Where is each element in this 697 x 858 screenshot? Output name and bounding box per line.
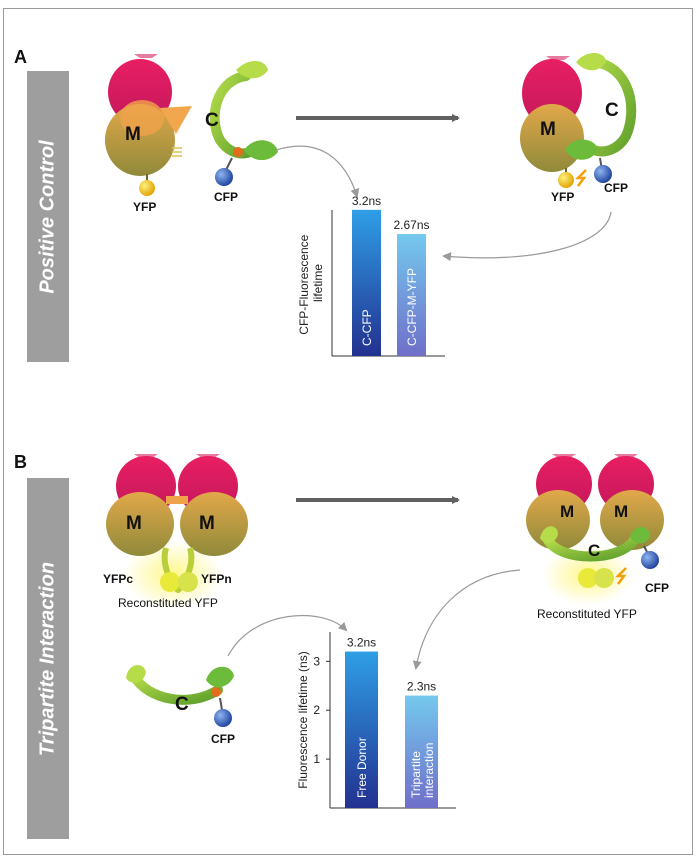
svg-text:CFP-Fluorescence lifetim: CFP-Fluorescence lifetime <box>297 231 325 334</box>
svg-text:Tripartite interaction: Tripartite interaction <box>409 743 436 798</box>
figure-frame <box>3 8 693 855</box>
complex-a-right <box>520 52 637 188</box>
chart-a-bar-c-cfp-m-yfp <box>397 234 426 356</box>
panel-a-side-tab: Positive Control <box>27 71 69 362</box>
chart-b-tick-label-3: 3 <box>313 654 320 668</box>
label-yfpc-b: YFPc <box>103 572 133 586</box>
chart-a-category-0: C-CFP <box>360 309 374 346</box>
chart-a-category-1: C-CFP-M-YFP <box>405 268 419 346</box>
label-m-b-left-2: M <box>199 513 215 534</box>
chart-a-ylabel-line2: lifetime <box>311 264 325 302</box>
label-m-b-right-2: M <box>614 502 628 521</box>
label-m-a: M <box>125 124 141 145</box>
curve-arrow-b-2 <box>412 569 521 670</box>
label-c-a: C <box>205 110 219 131</box>
label-reconstituted-b-left: Reconstituted YFP <box>118 596 218 610</box>
chart-b: 1 2 3 3.2ns 2.3ns Free Donor Tripartite … <box>296 632 456 809</box>
curve-arrow-b-1 <box>227 614 348 657</box>
m-protein-a-left <box>105 54 192 196</box>
panel-b-letter: B <box>14 452 27 472</box>
panel-a-letter: A <box>14 47 27 67</box>
label-cfp-b-left: CFP <box>211 732 235 746</box>
label-c-b-left: C <box>175 694 189 715</box>
m-dimer-b-left <box>106 454 248 594</box>
chart-b-tick-label-2: 2 <box>313 703 320 717</box>
chart-b-category-1-line2: interaction <box>422 743 436 798</box>
label-m-b-left-1: M <box>126 513 142 534</box>
chart-a-value-label-1: 2.67ns <box>393 218 429 232</box>
curve-arrow-a-1 <box>275 145 360 198</box>
chart-a-bar-c-cfp <box>352 209 381 356</box>
label-yfp-a-complex: YFP <box>551 190 574 204</box>
curve-arrow-a-2 <box>442 211 612 262</box>
label-reconstituted-b-right: Reconstituted YFP <box>537 607 637 621</box>
label-cfp-a-complex: CFP <box>604 181 628 195</box>
label-c-a-complex: C <box>605 100 619 121</box>
chart-b-value-label-0: 3.2ns <box>347 636 376 650</box>
chart-a-value-label-0: 3.2ns <box>352 194 381 208</box>
label-m-b-right-1: M <box>560 502 574 521</box>
chart-b-ticks: 1 2 3 <box>313 654 330 766</box>
label-c-b-right: C <box>588 541 600 560</box>
chart-b-category-1-line1: Tripartite <box>409 751 423 798</box>
chart-b-category-0: Free Donor <box>355 737 369 798</box>
c-protein-b-left <box>126 665 234 727</box>
chart-b-bar-tripartite <box>405 695 438 808</box>
c-protein-a-left <box>209 60 278 186</box>
label-yfp-a: YFP <box>133 200 156 214</box>
chart-b-bar-free-donor <box>345 651 378 808</box>
label-cfp-b-right: CFP <box>645 581 669 595</box>
label-m-a-complex: M <box>540 119 556 140</box>
chart-b-value-label-1: 2.3ns <box>407 680 436 694</box>
complex-b-right <box>526 454 664 588</box>
chart-b-tick-label-1: 1 <box>313 752 320 766</box>
chart-a-ylabel-line1: CFP-Fluorescence <box>297 234 311 334</box>
label-yfpn-b: YFPn <box>201 572 232 586</box>
chart-b-ylabel: Fluorescence lifetime (ns) <box>296 651 310 788</box>
label-cfp-a: CFP <box>214 190 238 204</box>
panel-b-side-tab: Tripartite Interaction <box>27 478 69 839</box>
chart-a: 3.2ns 2.67ns C-CFP C-CFP-M-YFP CFP-Fluor… <box>297 194 445 357</box>
